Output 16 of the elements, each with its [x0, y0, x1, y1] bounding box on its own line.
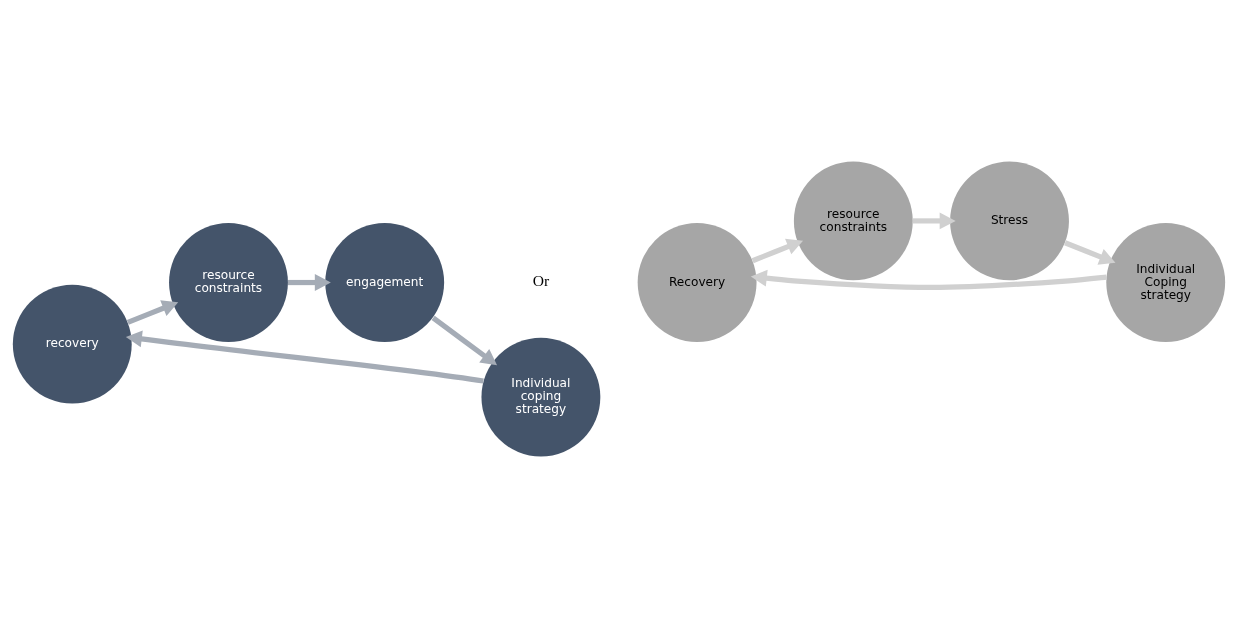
arrow: [750, 269, 1107, 290]
node-circle: Individual Coping strategy: [1106, 223, 1226, 342]
arrow: [751, 238, 804, 264]
arrow: [125, 330, 484, 384]
node-circle: recovery: [12, 284, 132, 404]
arrow: [126, 300, 179, 325]
arrow: [287, 274, 331, 291]
node-circle: resource constraints: [793, 161, 913, 281]
arrow: [431, 315, 498, 366]
label: Or: [532, 272, 550, 290]
node-circle: resource constraints: [169, 223, 288, 342]
arrow: [1064, 240, 1116, 265]
node-circle: Recovery: [637, 223, 757, 342]
arrow: [912, 212, 956, 230]
node-circle: Stress: [950, 161, 1069, 281]
node-circle: engagement: [325, 223, 445, 342]
